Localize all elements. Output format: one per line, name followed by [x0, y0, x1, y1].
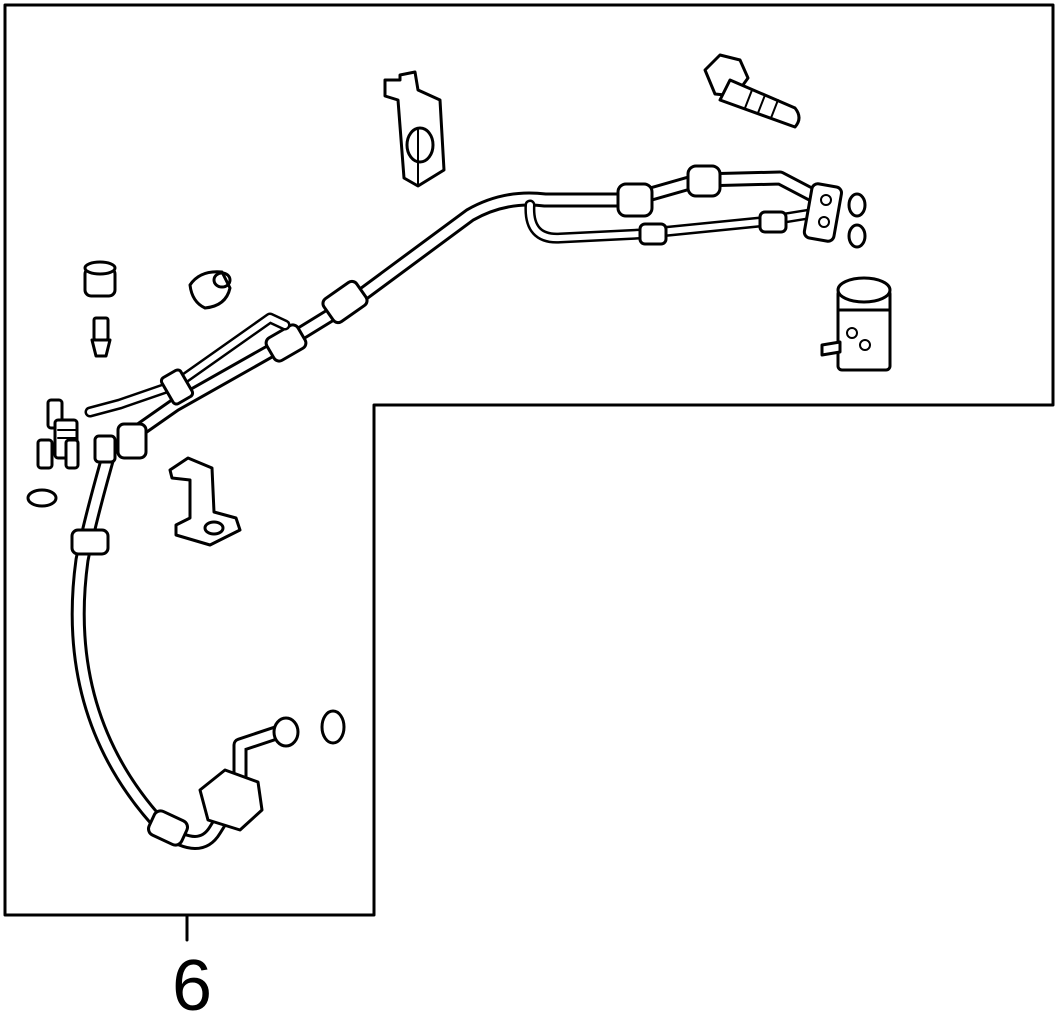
expansion-valve[interactable]	[820, 276, 892, 372]
o-ring[interactable]	[847, 223, 867, 249]
mounting-bracket-upper[interactable]	[383, 70, 446, 188]
assembly-frame	[3, 3, 1055, 917]
o-ring[interactable]	[320, 709, 346, 745]
upper-suction-line[interactable]	[117, 164, 830, 448]
cap-right[interactable]	[188, 270, 232, 310]
service-port-assembly[interactable]	[36, 398, 80, 470]
block-fitting[interactable]	[802, 182, 844, 243]
upper-liquid-line[interactable]	[84, 199, 828, 418]
valve-core[interactable]	[90, 316, 112, 358]
callout-number: 6	[172, 946, 212, 1016]
o-ring[interactable]	[26, 488, 58, 508]
bolt[interactable]	[703, 53, 801, 129]
lower-discharge-line[interactable]	[70, 422, 300, 850]
o-ring[interactable]	[847, 192, 867, 218]
mounting-bracket-lower[interactable]	[168, 456, 242, 547]
cap-left[interactable]	[83, 260, 117, 298]
